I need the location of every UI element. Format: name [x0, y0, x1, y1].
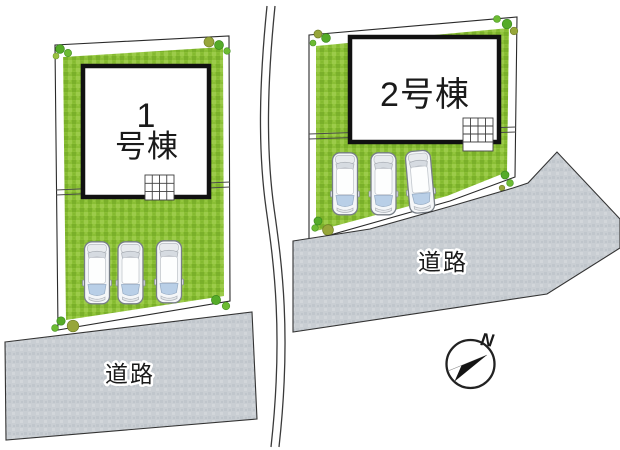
car-icon [81, 241, 113, 305]
compass-needle-icon [454, 355, 487, 382]
tree-icon [203, 36, 231, 55]
road-right-label: 道路 [418, 249, 468, 275]
building-1-label-line2: 号棟 [115, 129, 179, 164]
tree-icon [311, 216, 334, 236]
road-left-label: 道路 [105, 361, 155, 387]
tree-icon [493, 15, 519, 36]
divider-road-lines [259, 5, 286, 448]
building-2-porch [462, 117, 494, 152]
tree-icon [309, 29, 331, 47]
tree-icon [498, 170, 514, 192]
lot-2: 2号棟 [308, 15, 519, 242]
tree-icon [51, 316, 80, 333]
car-icon [368, 152, 399, 216]
lot-1-parking [81, 240, 185, 305]
lot-1-trees [51, 36, 231, 333]
compass: N [445, 329, 496, 390]
tree-icon [211, 295, 231, 311]
lot-2-parking [329, 149, 438, 216]
building-1-label-line1: 1 [137, 97, 156, 135]
road-right: 道路 [292, 151, 620, 333]
lot-1: 1 号棟 [51, 35, 231, 333]
building-1-porch [144, 174, 175, 201]
compass-north-label: N [479, 329, 496, 351]
road-left: 道路 [4, 311, 258, 441]
car-icon [115, 241, 146, 305]
car-icon [153, 240, 185, 304]
car-icon [329, 152, 361, 216]
building-2-label: 2号棟 [380, 76, 470, 114]
lot-2-trees [309, 15, 519, 236]
